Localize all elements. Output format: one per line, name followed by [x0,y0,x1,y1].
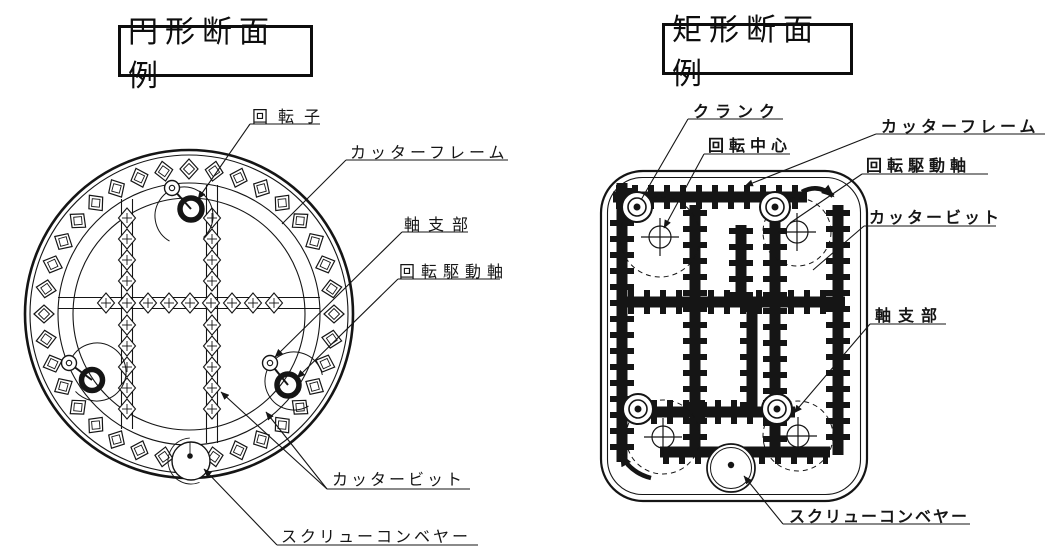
leader-drive-shaft-left [296,278,500,379]
pivot-circle [60,354,78,372]
label-cutter-bit-left: カッタービット [332,472,466,489]
leader-drive-shaft-right [789,173,988,224]
left-section-title: 円形断面例 [118,16,313,93]
leader-cutter-bit-left [220,391,470,490]
leader-shaft-support-right [793,323,946,414]
drive-shaft-ring [78,366,106,394]
label-shaft-support-left: 軸支部 [404,217,477,234]
leader-rotor [197,123,320,200]
shield-outer-wall [599,169,869,503]
label-crank: クランク [693,104,782,121]
shaft-hubs [621,191,793,425]
circular-section-drawing [23,148,355,485]
leader-cutter-frame-right [744,133,1045,187]
leader-crank [640,118,783,201]
shield-inner-wall [606,176,862,496]
screw-conveyor-circle-right [706,443,756,493]
label-cutter-bit-right: カッタービット [869,210,1003,227]
screw-conveyor-circle-left [167,437,215,485]
leader-shaft-support-left [274,231,468,358]
label-screw-conveyor-right: スクリューコンベヤー [789,509,970,526]
leader-rotation-center [663,153,790,229]
tunnel-inner-wall [29,154,349,474]
pivot-circle [163,179,181,197]
pivot-circle [261,354,279,372]
right-section-title: 矩形断面例 [662,14,853,91]
label-cutter-frame-right: カッターフレーム [881,119,1040,136]
label-drive-shaft-right: 回転駆動軸 [866,158,972,175]
hub-top-left [621,191,653,223]
leader-screw-conveyor-right [743,475,970,525]
hub-bottom-left [622,393,654,425]
rotor-assembly-top [154,179,214,246]
rotor-assembly-bottom-left [60,342,127,402]
label-rotation-center: 回転中心 [708,138,793,155]
label-cutter-frame-left: カッターフレーム [350,145,509,162]
leader-screw-conveyor-left [203,468,478,546]
rotation-center-crosshairs [641,213,817,456]
leader-cutter-frame-left [281,159,508,225]
cutter-frame-beams [58,185,320,443]
rect-section-drawing [599,169,869,503]
label-shaft-support-right: 軸支部 [875,308,945,325]
cutter-ring-inner [72,197,306,431]
leader-cutter-bit-right [812,225,996,271]
leader-lines [197,118,1045,546]
drive-shaft-ring [274,371,302,399]
hub-top-right [759,191,791,223]
label-rotor: 回転子 [252,109,331,126]
label-drive-shaft-left: 回転駆動軸 [399,264,510,281]
drive-shaft-ring [177,195,205,223]
rotation-paths [619,196,834,475]
beam-cutter-bits [96,207,284,420]
hub-bottom-right [761,393,793,425]
label-screw-conveyor-left: スクリューコンベヤー [281,529,472,546]
rotor-assembly-right [261,351,324,411]
rotation-arrows [619,184,835,481]
